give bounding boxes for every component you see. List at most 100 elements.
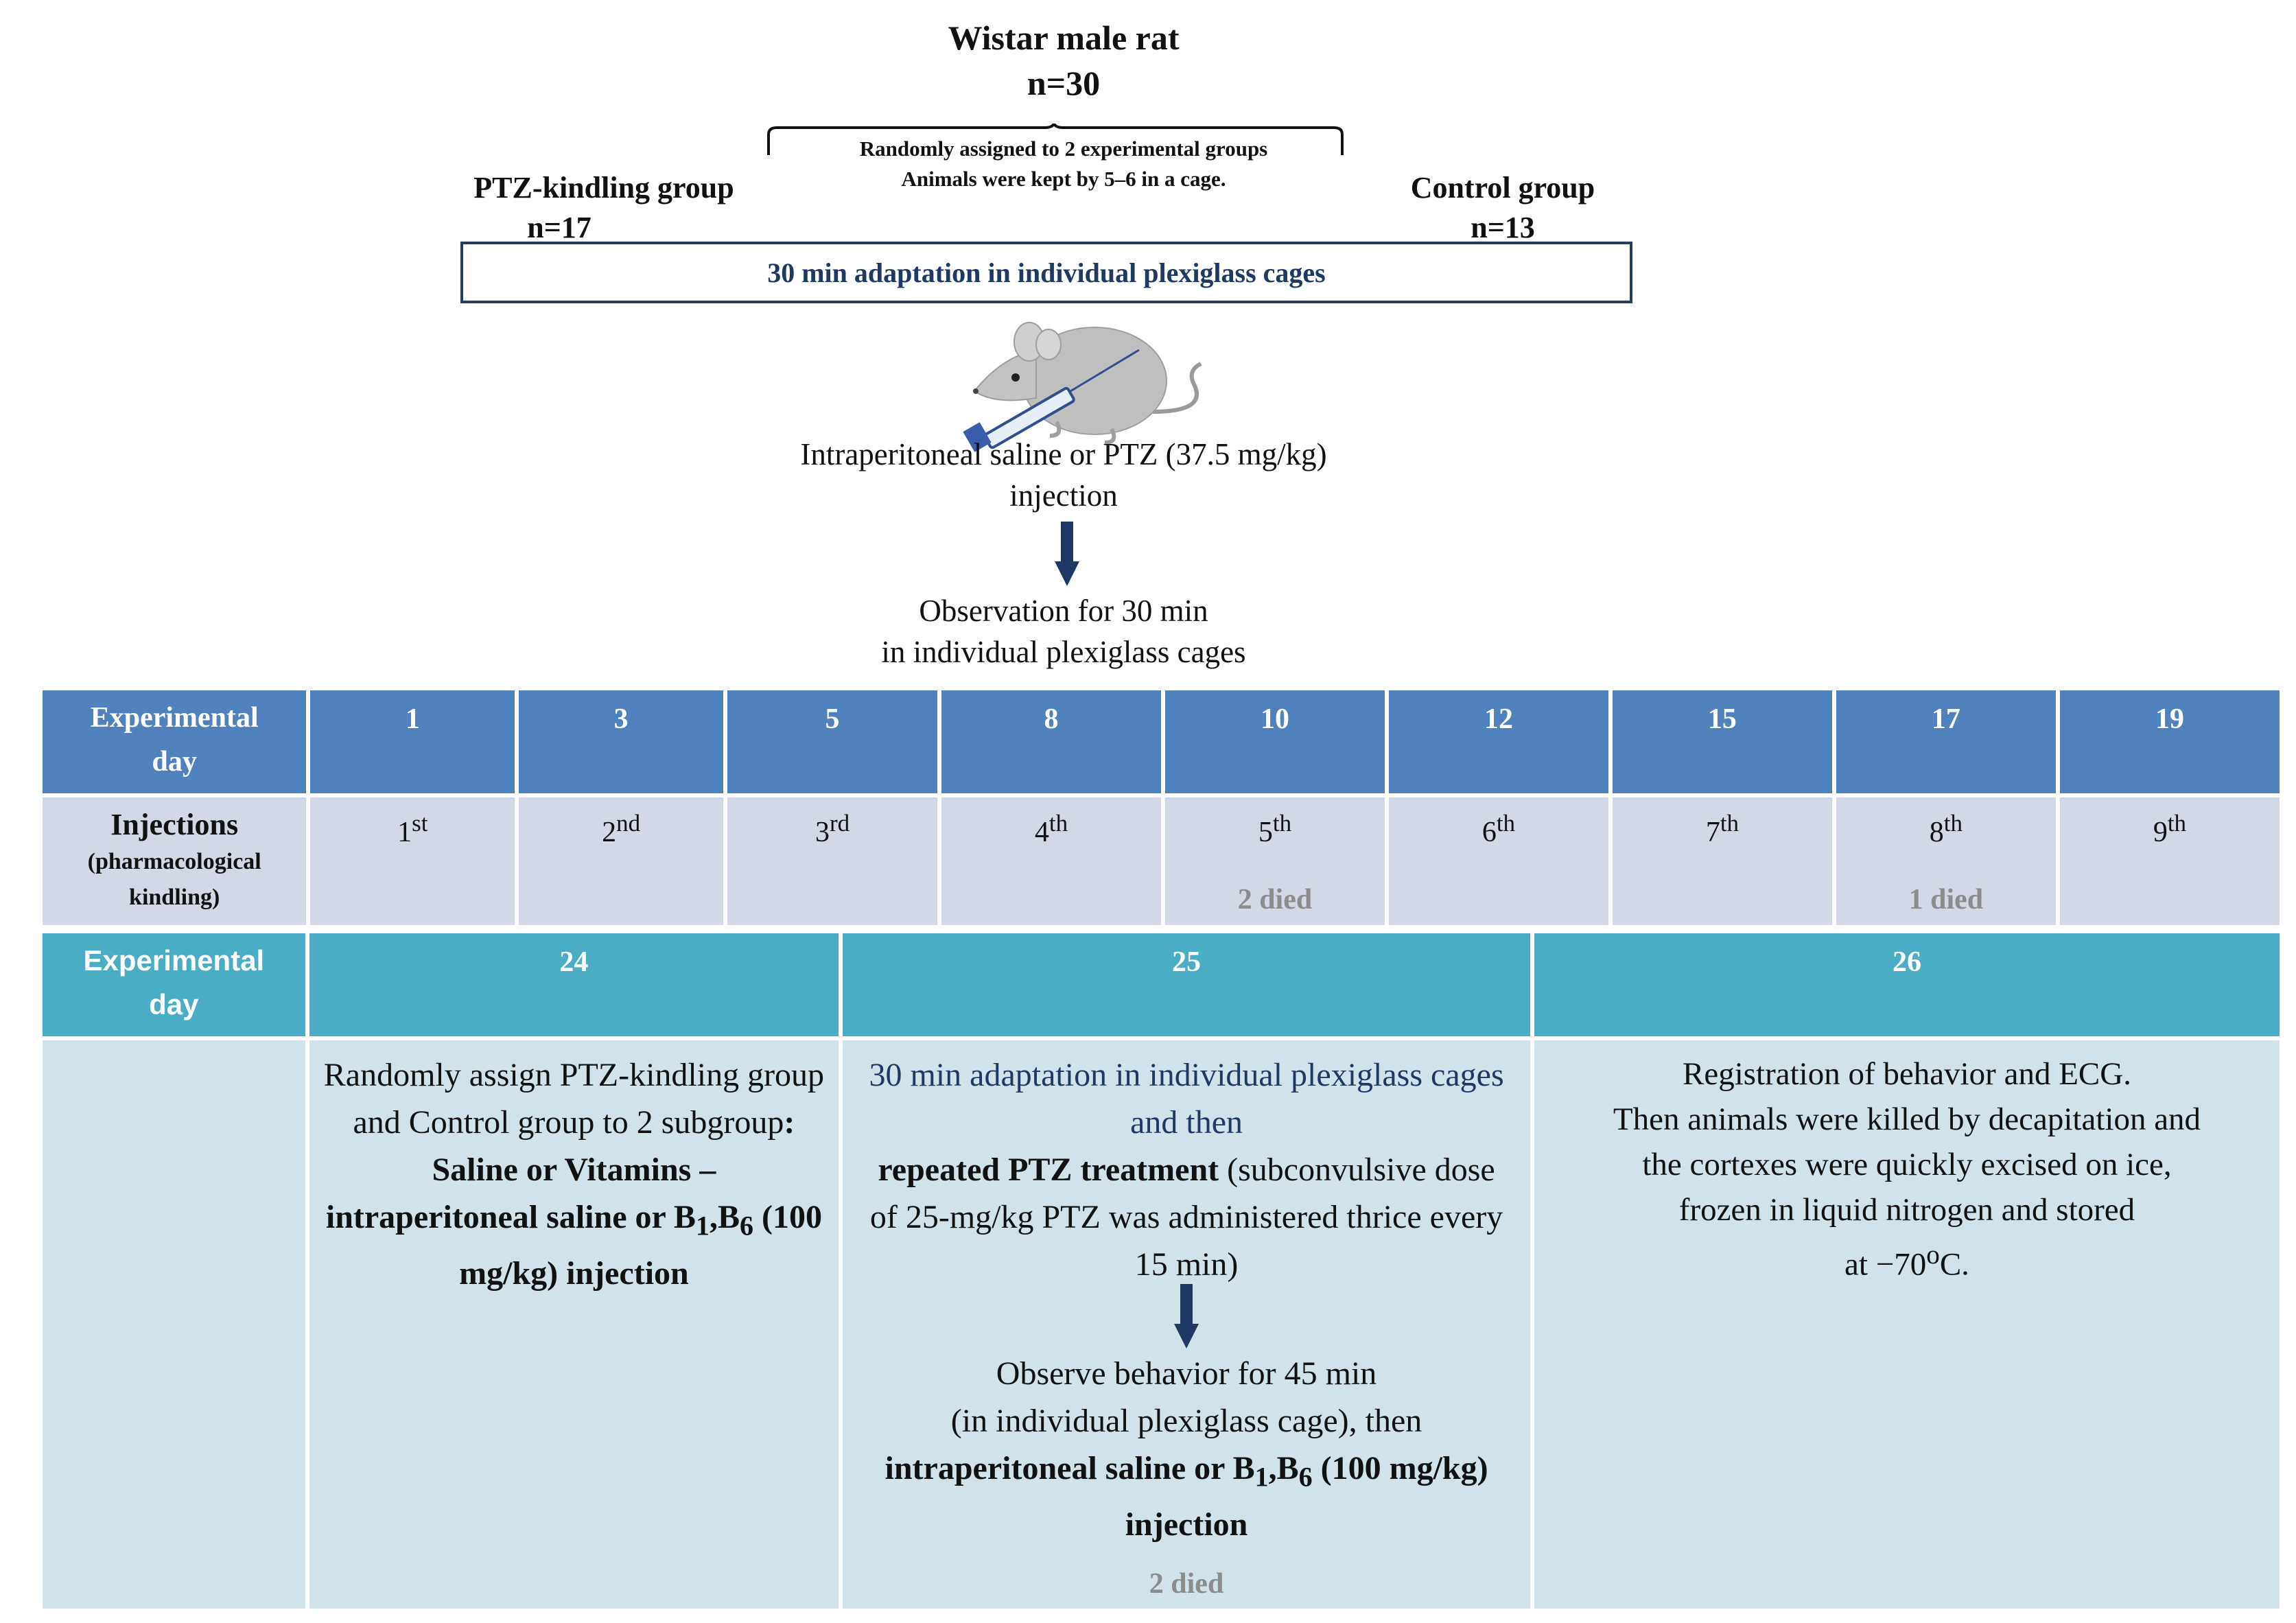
- injection-step: Intraperitoneal saline or PTZ (37.5 mg/k…: [721, 434, 1407, 516]
- observation-step: Observation for 30 min in individual ple…: [755, 590, 1372, 673]
- day-cell: 17: [1836, 690, 2056, 793]
- title-count: n=30: [1027, 64, 1101, 102]
- subscript-1: 1: [1254, 1461, 1269, 1493]
- subscript-1: 1: [695, 1210, 710, 1241]
- header-label-line2: day: [149, 988, 199, 1020]
- day25-observe-line2: (in individual plexiglass cage), then: [950, 1403, 1422, 1439]
- day25-injection-end: (100 mg/kg) injection: [1125, 1450, 1488, 1543]
- day24-comma: ,B: [709, 1199, 740, 1235]
- injection-number: 8: [1929, 817, 1944, 848]
- day26-description: Registration of behavior and ECG. Then a…: [1534, 1040, 2280, 1609]
- header-label-line1: Experimental: [90, 702, 259, 734]
- day24-bold-text: : Saline or Vitamins – intraperitoneal s…: [325, 1104, 795, 1235]
- experimental-day-header: Experimental day: [43, 933, 305, 1036]
- injection-cell: 8th 1 died: [1836, 797, 2056, 925]
- day26-line2: Then animals were killed by decapitation…: [1613, 1101, 2201, 1137]
- day-cell: 15: [1612, 690, 1832, 793]
- injection-number: 5: [1258, 817, 1273, 848]
- control-group-name: Control group: [1410, 171, 1595, 205]
- injections-row-label: Injections (pharmacological kindling): [43, 797, 307, 925]
- injection-cell: 6th: [1388, 797, 1608, 925]
- day25-description: 30 min adaptation in individual plexigla…: [843, 1040, 1530, 1609]
- assignment-note: Randomly assigned to 2 experimental grou…: [789, 134, 1338, 194]
- injection-number: 4: [1034, 817, 1049, 848]
- injection-cell: 9th: [2059, 797, 2280, 925]
- header-label-line2: day: [152, 746, 197, 778]
- day26-line5-end: C.: [1939, 1246, 1969, 1283]
- injection-ordinal: th: [2167, 810, 2187, 837]
- injection-ordinal: th: [1720, 810, 1739, 837]
- kindling-schedule-table: Experimental day 1 3 5 8 10 12 15 17 19 …: [38, 686, 2284, 929]
- day-cell: 12: [1388, 690, 1608, 793]
- ptz-group-name: PTZ-kindling group: [473, 171, 734, 205]
- title-animal: Wistar male rat: [948, 19, 1180, 57]
- title: Wistar male rat n=30: [755, 15, 1372, 106]
- injection-number: 7: [1705, 817, 1720, 848]
- injection-ordinal: nd: [616, 810, 641, 837]
- observation-line1: Observation for 30 min: [919, 594, 1208, 628]
- subscript-6: 6: [1298, 1461, 1313, 1493]
- observation-line2: in individual plexiglass cages: [881, 635, 1246, 669]
- injection-line2: injection: [1009, 478, 1118, 513]
- day26-line5: at −70: [1844, 1246, 1927, 1283]
- mortality-note: 2 died: [1149, 1567, 1224, 1600]
- adaptation-box: 30 min adaptation in individual plexigla…: [460, 242, 1632, 303]
- injection-cell: 3rd: [727, 797, 937, 925]
- injection-ordinal: th: [1272, 810, 1292, 837]
- injection-number: 3: [815, 817, 830, 848]
- injections-sublabel-1: (pharmacological: [87, 849, 261, 874]
- degree-superscript: o: [1926, 1240, 1940, 1270]
- experimental-day-header: Experimental day: [43, 690, 307, 793]
- empty-label-cell: [43, 1040, 305, 1609]
- mortality-note: 2 died: [1237, 884, 1313, 915]
- day-cell: 3: [519, 690, 724, 793]
- injection-cell: 4th: [941, 797, 1161, 925]
- mortality-note: 1 died: [1908, 884, 1984, 915]
- day24-text: Randomly assign PTZ-kindling group and C…: [323, 1057, 825, 1141]
- day24-bold-end: (100 mg/kg) injection: [459, 1199, 822, 1292]
- day25-comma: ,B: [1268, 1450, 1299, 1486]
- injections-label: Injections: [110, 808, 239, 841]
- day26-line3: the cortexes were quickly excised on ice…: [1642, 1147, 2172, 1182]
- day25-observe-line1: Observe behavior for 45 min: [996, 1355, 1377, 1392]
- day-cell: 5: [727, 690, 937, 793]
- assignment-note-line1: Randomly assigned to 2 experimental grou…: [859, 137, 1268, 161]
- day-cell: 8: [941, 690, 1161, 793]
- injection-ordinal: st: [412, 810, 428, 837]
- treatment-schedule-table: Experimental day 24 25 26 Randomly assig…: [38, 929, 2284, 1613]
- injection-number: 9: [2153, 817, 2168, 848]
- day26-line1: Registration of behavior and ECG.: [1683, 1056, 2131, 1092]
- day25-dose-details: (subconvulsive dose of 25-mg/kg PTZ was …: [869, 1152, 1503, 1283]
- assignment-bracket: [767, 124, 1344, 155]
- syringe-icon: [963, 349, 1140, 452]
- assignment-note-line2: Animals were kept by 5–6 in a cage.: [901, 167, 1226, 191]
- day25-adaptation: 30 min adaptation in individual plexigla…: [869, 1057, 1504, 1141]
- down-arrow-icon: [1055, 522, 1079, 586]
- day-cell: 1: [310, 690, 515, 793]
- ptz-group-count: n=17: [527, 211, 591, 244]
- injection-line1: Intraperitoneal saline or PTZ (37.5 mg/k…: [800, 437, 1327, 471]
- day-cell: 26: [1534, 933, 2280, 1036]
- day-cell: 10: [1164, 690, 1385, 793]
- subscript-6: 6: [739, 1210, 753, 1241]
- injection-ordinal: th: [1943, 810, 1963, 837]
- day-cell: 24: [309, 933, 839, 1036]
- injection-cell: 7th: [1612, 797, 1832, 925]
- ptz-kindling-group: PTZ-kindling group n=17: [432, 168, 775, 248]
- injection-cell: 5th 2 died: [1164, 797, 1385, 925]
- day25-injection: intraperitoneal saline or B: [885, 1450, 1255, 1486]
- control-group: Control group n=13: [1338, 168, 1667, 248]
- injection-ordinal: th: [1049, 810, 1068, 837]
- injection-cell: 1st: [310, 797, 515, 925]
- injection-number: 2: [602, 817, 617, 848]
- injection-number: 6: [1481, 817, 1497, 848]
- injection-ordinal: rd: [829, 810, 850, 837]
- rat-syringe-illustration: [963, 322, 1202, 452]
- day24-description: Randomly assign PTZ-kindling group and C…: [309, 1040, 839, 1609]
- day26-line4: frozen in liquid nitrogen and stored: [1678, 1192, 2135, 1228]
- injection-ordinal: th: [1496, 810, 1516, 837]
- adaptation-text: 30 min adaptation in individual plexigla…: [767, 257, 1326, 288]
- day-cell: 19: [2059, 690, 2280, 793]
- injection-cell: 2nd: [519, 797, 724, 925]
- injection-number: 1: [397, 817, 412, 848]
